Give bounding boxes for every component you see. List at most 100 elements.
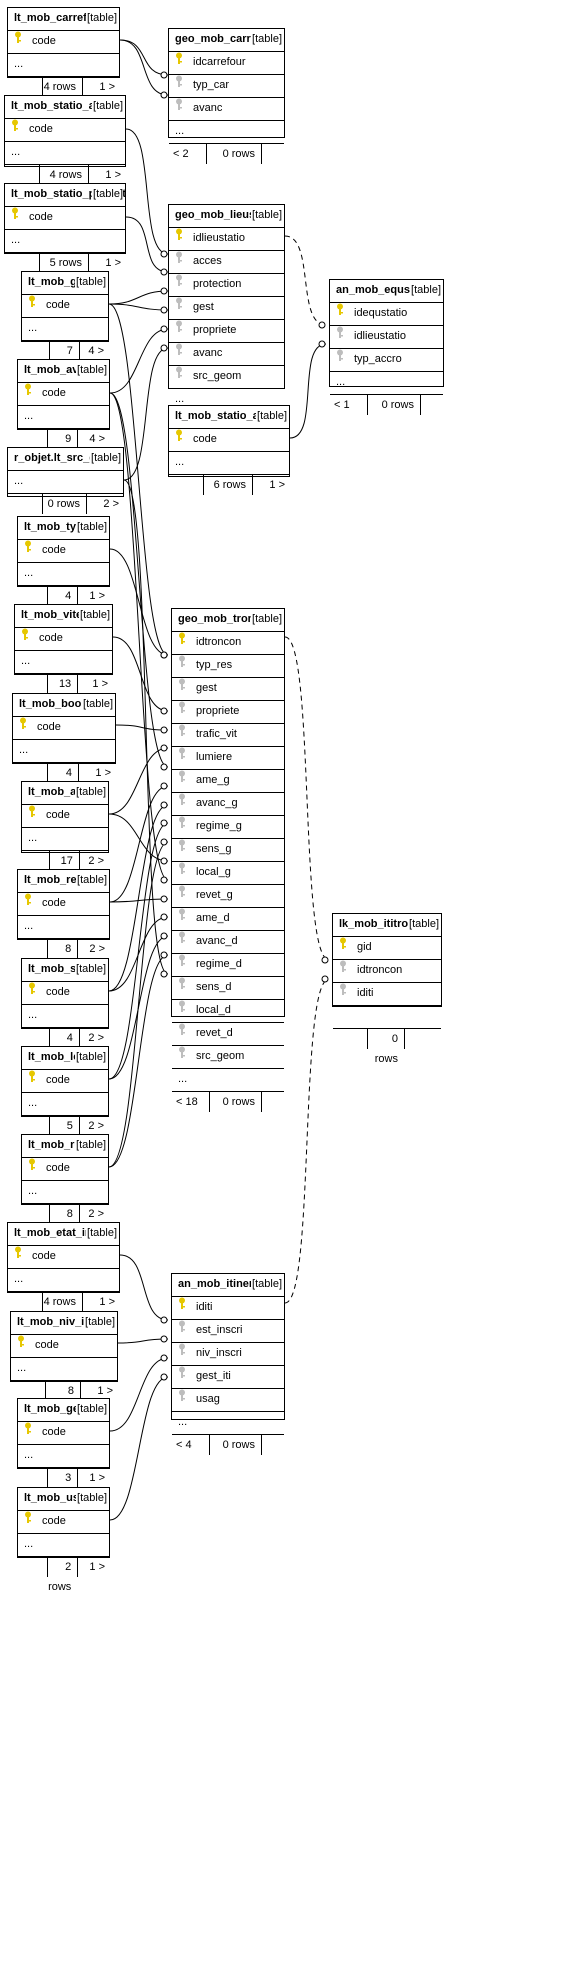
prev-link[interactable] — [333, 1029, 368, 1049]
table-header[interactable]: lt_mob_statio_protect[table] — [5, 184, 125, 207]
column-row[interactable]: code — [22, 982, 108, 1005]
table-header[interactable]: lt_mob_etat_inscri[table] — [8, 1223, 119, 1246]
column-row[interactable]: avanc — [169, 343, 284, 366]
column-row[interactable]: idequstatio — [330, 303, 443, 326]
column-row[interactable]: src_geom — [172, 1046, 284, 1069]
more-columns[interactable]: ... — [18, 406, 109, 429]
more-columns[interactable]: ... — [5, 230, 125, 253]
more-columns[interactable]: ... — [22, 1005, 108, 1028]
column-row[interactable]: gest — [169, 297, 284, 320]
prev-link[interactable] — [8, 494, 43, 514]
table-header[interactable]: lt_mob_gest[table] — [22, 272, 108, 295]
table-header[interactable]: lt_mob_carrefour[table] — [8, 8, 119, 31]
next-link[interactable] — [421, 395, 443, 415]
table-lt-mob-gest[interactable]: lt_mob_gest[table]code...7 rows4 > — [21, 271, 109, 377]
prev-link[interactable]: < 2 — [169, 144, 207, 164]
more-columns[interactable]: ... — [22, 318, 108, 341]
prev-link[interactable] — [22, 1028, 50, 1048]
column-row[interactable]: niv_inscri — [172, 1343, 284, 1366]
more-columns[interactable]: ... — [22, 1093, 108, 1116]
column-row[interactable]: typ_accro — [330, 349, 443, 372]
table-header[interactable]: lt_mob_niv_inscri[table] — [11, 1312, 117, 1335]
column-row[interactable]: sens_g — [172, 839, 284, 862]
column-row[interactable]: local_d — [172, 1000, 284, 1023]
column-row[interactable]: avanc_g — [172, 793, 284, 816]
column-row[interactable]: idtroncon — [172, 632, 284, 655]
next-link[interactable]: 1 > — [99, 1296, 115, 1308]
table-lt-mob-avanc[interactable]: lt_mob_avanc[table]code...9 rows4 > — [17, 359, 110, 465]
prev-link[interactable] — [18, 1557, 49, 1577]
column-row[interactable]: revet_g — [172, 885, 284, 908]
table-header[interactable]: lt_mob_ame[table] — [22, 782, 108, 805]
more-columns[interactable]: ... — [8, 54, 119, 77]
column-row[interactable]: code — [18, 1511, 109, 1534]
more-columns[interactable]: ... — [18, 1534, 109, 1557]
next-link[interactable]: 1 > — [92, 678, 108, 690]
more-columns[interactable]: ... — [13, 740, 115, 763]
next-link[interactable]: 2 > — [103, 498, 119, 510]
column-row[interactable]: code — [5, 119, 125, 142]
column-row[interactable]: lumiere — [172, 747, 284, 770]
more-columns[interactable]: ... — [15, 651, 112, 674]
more-columns[interactable]: ... — [172, 1412, 284, 1435]
column-row[interactable]: idlieustatio — [169, 228, 284, 251]
column-row[interactable]: propriete — [172, 701, 284, 724]
column-row[interactable]: code — [18, 540, 109, 563]
column-row[interactable]: gid — [333, 937, 441, 960]
table-header[interactable]: lk_mob_ititroncon[table] — [333, 914, 441, 937]
next-link[interactable]: 1 > — [105, 169, 121, 181]
table-header[interactable]: an_mob_itineraire[table] — [172, 1274, 284, 1297]
more-columns[interactable]: ... — [8, 471, 123, 494]
column-row[interactable]: protection — [169, 274, 284, 297]
next-link[interactable]: 1 > — [95, 767, 111, 779]
prev-link[interactable] — [18, 939, 49, 959]
table-header[interactable]: lt_mob_local[table] — [22, 1047, 108, 1070]
column-row[interactable]: usag — [172, 1389, 284, 1412]
prev-link[interactable]: < 18 — [172, 1092, 210, 1112]
next-link[interactable]: 1 > — [89, 1472, 105, 1484]
prev-link[interactable] — [22, 1204, 50, 1224]
table-header[interactable]: lt_mob_booleen[table] — [13, 694, 115, 717]
next-link[interactable]: 1 > — [97, 1385, 113, 1397]
column-row[interactable]: code — [18, 383, 109, 406]
table-header[interactable]: lt_mob_sens[table] — [22, 959, 108, 982]
column-row[interactable]: code — [22, 805, 108, 828]
column-row[interactable]: code — [11, 1335, 117, 1358]
column-row[interactable]: code — [8, 1246, 119, 1269]
column-row[interactable]: idtroncon — [333, 960, 441, 983]
table-header[interactable]: lt_mob_avanc[table] — [18, 360, 109, 383]
more-columns[interactable]: ... — [18, 1445, 109, 1468]
next-link[interactable]: 4 > — [88, 345, 104, 357]
column-row[interactable]: code — [22, 1070, 108, 1093]
more-columns[interactable] — [333, 1006, 441, 1029]
column-row[interactable]: propriete — [169, 320, 284, 343]
prev-link[interactable] — [18, 429, 49, 449]
next-link[interactable]: 4 > — [89, 433, 105, 445]
more-columns[interactable]: ... — [5, 142, 125, 165]
next-link[interactable] — [405, 1029, 441, 1049]
more-columns[interactable]: ... — [330, 372, 443, 395]
next-link[interactable]: 2 > — [89, 943, 105, 955]
more-columns[interactable]: ... — [169, 452, 289, 475]
column-row[interactable]: gest_iti — [172, 1366, 284, 1389]
table-lt-mob-statio-protect[interactable]: lt_mob_statio_protect[table]code...5 row… — [4, 183, 126, 273]
table-header[interactable]: lt_mob_revet[table] — [22, 1135, 108, 1158]
prev-link[interactable] — [22, 341, 50, 361]
next-link[interactable]: 1 > — [99, 81, 115, 93]
prev-link[interactable] — [169, 475, 204, 495]
next-link[interactable]: 1 > — [269, 479, 285, 491]
prev-link[interactable] — [5, 253, 40, 273]
prev-link[interactable] — [8, 1292, 43, 1312]
